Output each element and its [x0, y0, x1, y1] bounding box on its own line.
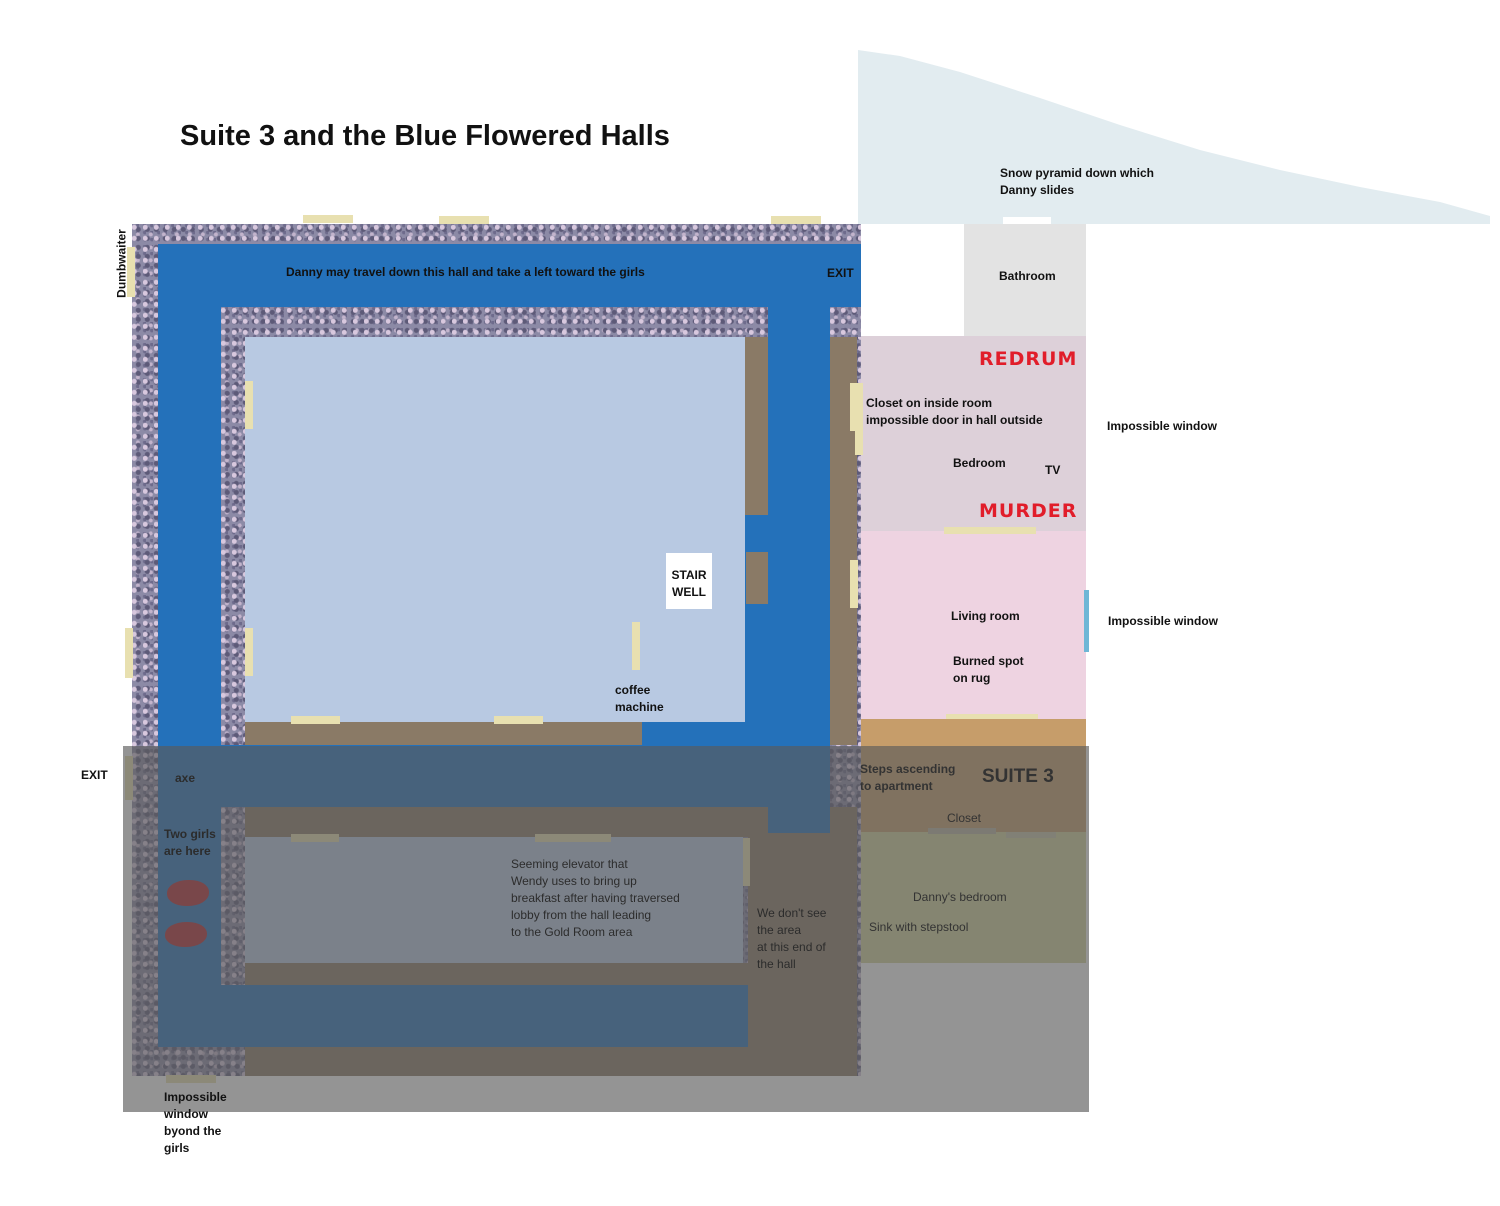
bedroom	[857, 336, 1086, 531]
murder-text: MURDER	[979, 500, 1078, 522]
stair-pillar	[746, 552, 768, 604]
steps-label: Steps ascending to apartment	[860, 762, 956, 793]
door-top-2	[439, 216, 489, 224]
carpet-strip-right	[830, 307, 861, 337]
dumbwaiter-door	[127, 247, 135, 297]
closet-label: Closet	[947, 811, 982, 825]
coffee-machine-label: coffee machine	[615, 683, 664, 714]
door-inner-4	[494, 716, 543, 724]
inner-wall-right	[745, 337, 768, 515]
door-top-3	[771, 216, 821, 224]
closet-inside-label: Closet on inside room impossible door in…	[866, 396, 1043, 427]
bedroom-livingroom-door	[944, 527, 1036, 534]
stairwell	[666, 553, 712, 609]
page-title: Suite 3 and the Blue Flowered Halls	[180, 120, 670, 152]
impossible-window-2	[1084, 590, 1089, 652]
door-inner-2	[245, 628, 253, 676]
living-room	[857, 531, 1086, 719]
bathroom-label: Bathroom	[999, 269, 1056, 283]
tv-label: TV	[1045, 463, 1061, 477]
unseen-area-label: We don't see the area at this end of the…	[757, 906, 827, 971]
top-hall	[158, 244, 861, 307]
sink-label: Sink with stepstool	[869, 920, 969, 934]
inner-carpet-top	[221, 307, 768, 337]
impossible-window-girls-label: Impossible window byond the girls	[164, 1090, 227, 1155]
inner-carpet-left	[221, 307, 245, 745]
snow-pyramid-label: Snow pyramid down which Danny slides	[1000, 166, 1155, 197]
redrum-text: REDRUM	[979, 348, 1078, 370]
coffee-machine-door	[632, 622, 640, 670]
hall-note: Danny may travel down this hall and take…	[286, 265, 645, 279]
suite3-label: SUITE 3	[982, 766, 1054, 787]
impossible-window-label-2: Impossible window	[1108, 614, 1219, 628]
stairwell-label: STAIR WELL	[671, 568, 707, 599]
door-inner-1	[245, 381, 253, 429]
exit-left-label: EXIT	[81, 768, 108, 782]
door-left-outer	[125, 628, 133, 678]
two-girls-label: Two girls are here	[164, 827, 216, 858]
livingroom-hall-door	[850, 560, 858, 608]
axe-label: axe	[175, 771, 196, 785]
door-top-1	[303, 215, 353, 223]
elevator-note: Seeming elevator that Wendy uses to brin…	[511, 857, 680, 939]
bathroom-window	[1003, 217, 1051, 224]
door-inner-3	[291, 716, 340, 724]
dumbwaiter-label: Dumbwaiter	[114, 229, 129, 298]
bedroom-hall-door	[850, 383, 858, 431]
inner-core-corner	[631, 337, 745, 515]
burned-spot-label: Burned spot on rug	[953, 654, 1024, 685]
living-room-label: Living room	[951, 609, 1020, 623]
impossible-door	[855, 383, 863, 455]
bedroom-label: Bedroom	[953, 456, 1006, 470]
gray-overlay	[123, 746, 1089, 1112]
livingroom-steps-door	[946, 714, 1038, 721]
impossible-window-label-1: Impossible window	[1107, 419, 1218, 433]
dannys-bedroom-label: Danny's bedroom	[913, 890, 1007, 904]
bathroom	[964, 224, 1086, 336]
inner-wall-bottom	[245, 722, 642, 745]
exit-top-label: EXIT	[827, 266, 854, 280]
